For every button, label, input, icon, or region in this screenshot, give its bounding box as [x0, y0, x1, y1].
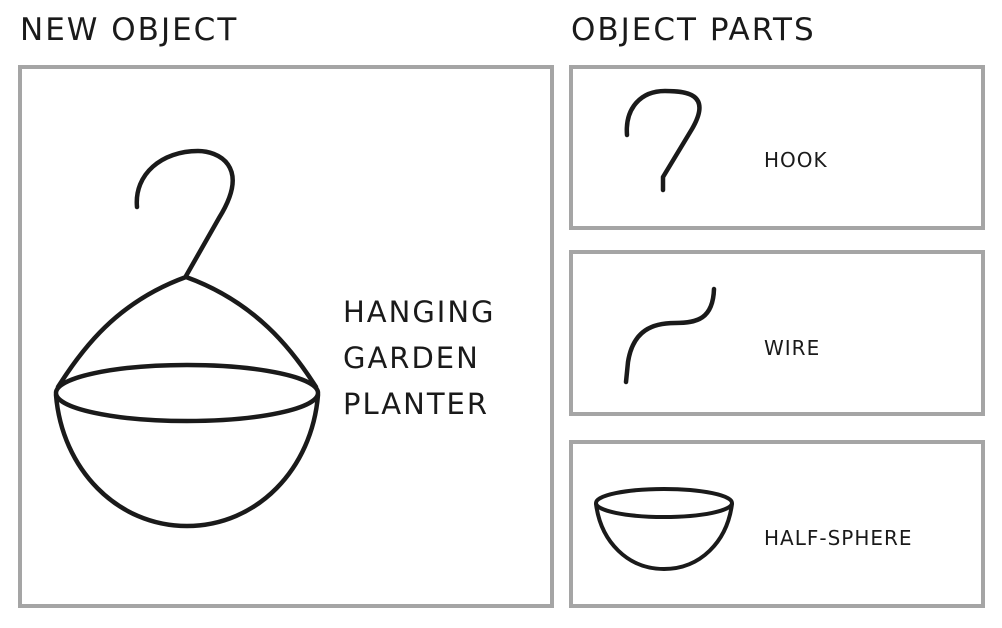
planter-hook — [134, 148, 235, 279]
part-label-wire: WIRE — [764, 336, 821, 360]
part-panel-hook: HOOK — [569, 65, 985, 230]
hook-icon — [624, 88, 702, 193]
new-object-label-line-2: GARDEN — [343, 341, 480, 375]
hanging-garden-planter-illustration — [53, 148, 321, 529]
new-object-panel: HANGING GARDEN PLANTER — [18, 65, 554, 608]
new-object-label: HANGING GARDEN PLANTER — [343, 289, 496, 427]
object-parts-heading: OBJECT PARTS — [571, 12, 816, 48]
part-panel-half-sphere: HALF-SPHERE — [569, 440, 985, 608]
new-object-label-line-3: PLANTER — [343, 387, 490, 421]
wire-icon — [623, 286, 717, 385]
part-panel-wire: WIRE — [569, 250, 985, 416]
part-label-half-sphere: HALF-SPHERE — [764, 526, 913, 550]
half-sphere-icon — [594, 487, 734, 571]
planter-wires — [55, 274, 319, 390]
new-object-label-line-1: HANGING — [343, 295, 496, 329]
part-label-hook: HOOK — [764, 148, 828, 172]
planter-bowl — [53, 362, 321, 529]
new-object-heading: NEW OBJECT — [20, 12, 239, 48]
